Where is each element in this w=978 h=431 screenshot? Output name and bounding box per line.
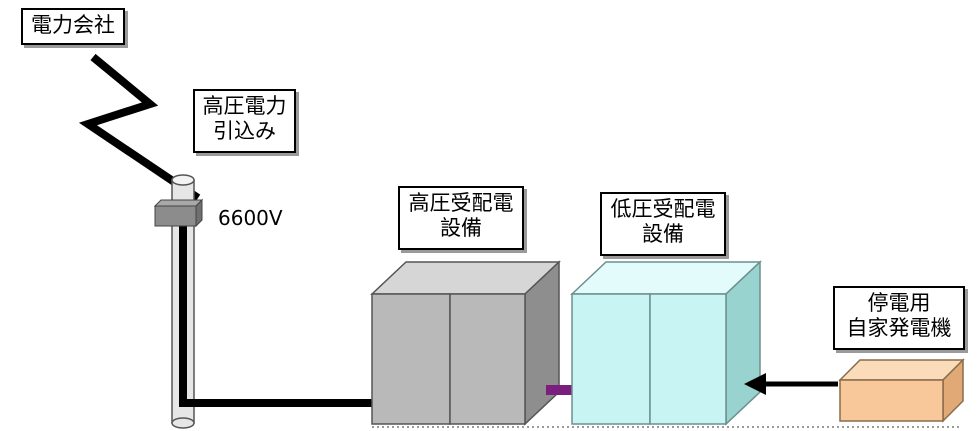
hv-equipment-text-line1: 高圧受配電 — [408, 191, 514, 215]
hv-cabinet — [370, 260, 561, 426]
generator-label: 停電用 自家発電機 — [833, 286, 965, 350]
feed-cable — [179, 212, 390, 407]
lv-equipment-text-line2: 設備 — [642, 222, 684, 246]
lightning-bolt-line — [78, 53, 201, 202]
hv-incoming-text-line2: 引込み — [213, 119, 276, 143]
power-company-label: 電力会社 — [21, 8, 125, 45]
generator-text-line1: 停電用 — [867, 291, 931, 315]
generator-box — [838, 358, 965, 423]
hv-incoming-label: 高圧電力 引込み — [193, 89, 296, 153]
hv-equipment-text-line2: 設備 — [440, 216, 482, 240]
generator-supply-arrow — [744, 373, 838, 395]
voltage-label: 6600V — [218, 206, 283, 230]
pole-transformer-box — [153, 198, 204, 228]
lv-equipment-label: 低圧受配電 設備 — [600, 192, 726, 256]
hv-equipment-label: 高圧受配電 設備 — [398, 186, 524, 250]
cabinet-connector — [546, 385, 592, 395]
lv-cabinet — [570, 260, 762, 426]
lv-equipment-text-line1: 低圧受配電 — [610, 197, 716, 221]
generator-text-line2: 自家発電機 — [846, 316, 952, 340]
hv-incoming-text-line1: 高圧電力 — [202, 94, 287, 118]
power-company-text: 電力会社 — [31, 13, 115, 37]
